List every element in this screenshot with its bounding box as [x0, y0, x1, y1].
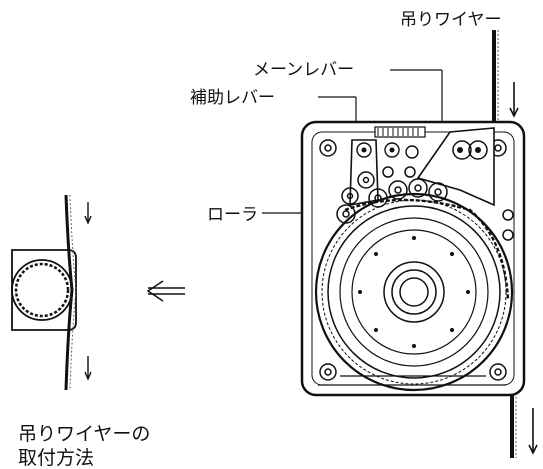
label-aux-lever: 補助レバー: [190, 88, 275, 108]
label-mount-line1: 吊りワイヤーの: [18, 423, 150, 445]
mount-arrow-bottom: [84, 356, 92, 381]
leader-lines: [262, 69, 443, 214]
label-mount-line2: 取付方法: [18, 447, 94, 469]
direction-arrow-left: [146, 280, 185, 302]
corner-bolts: [319, 139, 514, 381]
mount-arrow-top: [84, 202, 92, 225]
base-plate: [318, 375, 506, 386]
label-hanging-wire: 吊りワイヤー: [400, 10, 502, 30]
main-lever: [416, 127, 495, 207]
spring-bar: [374, 126, 426, 138]
wire-down-arrow-top: [509, 82, 519, 118]
label-main-lever: メーンレバー: [253, 60, 354, 80]
wire-on-drum: [344, 198, 510, 301]
label-roller: ローラ: [207, 205, 258, 225]
drum-bolt-holes: [358, 236, 470, 348]
mount-detail: [11, 194, 77, 391]
wire-down-arrow-bottom: [528, 408, 538, 455]
drum: [314, 192, 514, 392]
